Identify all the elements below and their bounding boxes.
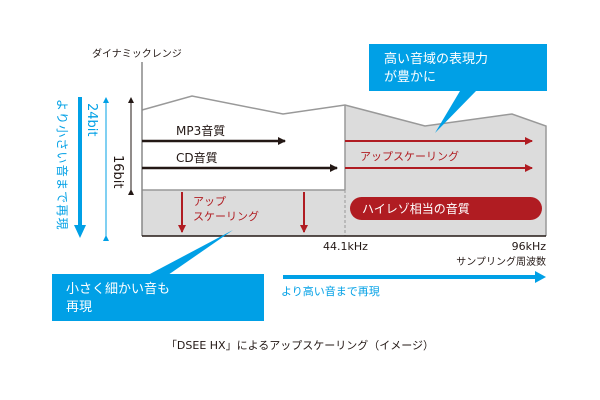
cd-label: CD音質	[176, 150, 218, 165]
callout-top-tail	[435, 91, 476, 133]
callout-top-line2: が豊かに	[384, 70, 436, 85]
hires-badge-label: ハイレゾ相当の音質	[362, 201, 470, 216]
quieter-sound-arrowhead	[74, 225, 86, 238]
range-outline	[141, 95, 547, 236]
callout-bottom-tail	[148, 230, 233, 275]
quieter-sound-label: より小さい音まで再現	[55, 99, 70, 231]
callout-top	[369, 44, 547, 91]
24bit-label: 24bit	[84, 103, 99, 137]
callout-bottom	[52, 274, 264, 321]
callout-top-line1: 高い音域の表現力	[384, 51, 488, 67]
x-tick-44khz: 44.1kHz	[323, 240, 368, 253]
higher-sound-arrowhead	[535, 271, 546, 283]
x-tick-96khz: 96kHz	[512, 240, 547, 253]
lowlevel-region	[142, 190, 345, 236]
mp3-label: MP3音質	[176, 123, 225, 138]
upscale-label-left-2: スケーリング	[193, 209, 259, 223]
y-axis-label: ダイナミックレンジ	[92, 47, 182, 60]
16bit-label: 16bit	[110, 155, 125, 189]
higher-sound-label: より高い音まで再現	[281, 284, 380, 298]
upscale-label-right: アップスケーリング	[360, 149, 459, 163]
hires-badge	[350, 197, 542, 220]
x-axis-label: サンプリング周波数	[456, 255, 546, 268]
callout-bottom-line1: 小さく細かい音も	[66, 281, 170, 297]
caption: 「DSEE HX」によるアップスケーリング（イメージ）	[166, 338, 434, 352]
callout-bottom-line2: 再現	[66, 300, 92, 315]
upscale-label-left-1: アップ	[193, 195, 226, 208]
